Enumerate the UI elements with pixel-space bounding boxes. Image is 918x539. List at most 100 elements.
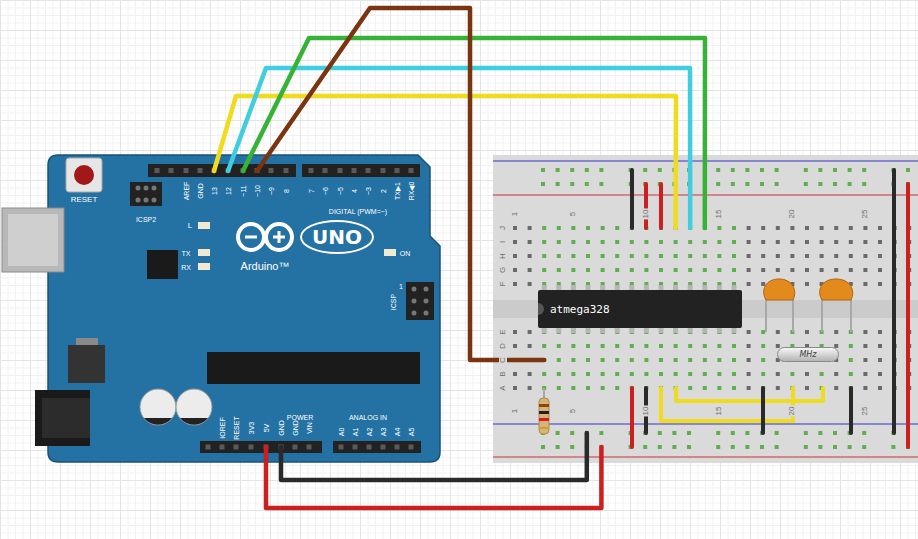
rail-hole xyxy=(848,182,852,186)
rail-hole xyxy=(599,431,603,435)
breadboard-hole xyxy=(776,254,780,258)
header-pin xyxy=(136,198,141,203)
rail-hole xyxy=(745,445,749,449)
pin-label: A2 xyxy=(366,428,373,437)
breadboard-hole xyxy=(644,358,648,362)
breadboard-hole xyxy=(557,226,561,230)
icsp-header xyxy=(130,182,162,206)
rail-hole xyxy=(585,168,589,172)
arduino-logo xyxy=(245,236,257,239)
led-label: TX xyxy=(182,250,191,257)
breadboard-hole xyxy=(615,344,619,348)
jumper-wire xyxy=(892,170,896,433)
pin-label: ~9 xyxy=(268,187,275,195)
rail-hole xyxy=(745,182,749,186)
breadboard-hole xyxy=(586,240,590,244)
rail-hole xyxy=(775,445,779,449)
pin-label: GND xyxy=(292,420,299,436)
breadboard-hole xyxy=(863,358,867,362)
jumper-wire xyxy=(761,388,765,433)
header-pin xyxy=(395,445,400,450)
column-number: 25 xyxy=(861,406,869,417)
breadboard-hole xyxy=(528,240,532,244)
column-number: 5 xyxy=(569,211,577,217)
usb-port xyxy=(2,208,64,272)
rail-hole xyxy=(658,168,662,172)
led xyxy=(384,249,396,256)
breadboard-hole xyxy=(688,372,692,376)
column-number: 20 xyxy=(788,406,796,417)
button-label: RESET xyxy=(71,196,98,204)
header-pin xyxy=(381,445,386,450)
breadboard-hole xyxy=(528,268,532,272)
rail-hole xyxy=(716,445,720,449)
resistor-symbol xyxy=(539,398,549,434)
breadboard-hole xyxy=(528,330,532,334)
arduino-logo xyxy=(278,231,281,243)
capacitor-leg xyxy=(792,298,794,332)
breadboard-hole xyxy=(542,226,546,230)
rail-hole xyxy=(804,182,808,186)
pin-label: 13 xyxy=(211,187,218,195)
pin-label: ~6 xyxy=(322,187,329,195)
pin-label: VIN xyxy=(306,422,313,434)
led-label: ON xyxy=(400,250,411,257)
breadboard-hole xyxy=(659,358,663,362)
header-label: DIGITAL (PWM=~) xyxy=(329,208,387,215)
breadboard-hole xyxy=(703,254,707,258)
breadboard-hole xyxy=(513,372,517,376)
breadboard-hole xyxy=(601,268,605,272)
header-pin xyxy=(152,198,157,203)
breadboard-hole xyxy=(849,358,853,362)
pin-label: 4 xyxy=(351,189,358,193)
capacitor-leg xyxy=(766,298,851,332)
header-pin xyxy=(155,168,160,173)
rail-hole xyxy=(672,445,676,449)
breadboard-hole xyxy=(571,226,575,230)
pin-label: A0 xyxy=(338,428,345,437)
breadboard-hole xyxy=(703,372,707,376)
header-pin xyxy=(366,168,371,173)
breadboard-hole xyxy=(717,386,721,390)
breadboard-hole xyxy=(747,254,751,258)
breadboard-hole xyxy=(571,268,575,272)
header-pin xyxy=(339,445,344,450)
breadboard-hole xyxy=(674,254,678,258)
header-pin xyxy=(144,198,149,203)
breadboard-hole xyxy=(659,268,663,272)
breadboard-hole xyxy=(674,344,678,348)
breadboard-hole xyxy=(863,386,867,390)
crystal-oscillator: MHz xyxy=(777,347,839,362)
led-label: L xyxy=(188,222,192,230)
breadboard-hole xyxy=(849,254,853,258)
breadboard-hole xyxy=(747,386,751,390)
led xyxy=(198,263,210,270)
rail-hole xyxy=(775,168,779,172)
rail-line xyxy=(493,457,918,458)
column-number: 25 xyxy=(861,209,869,220)
jumper-wire xyxy=(281,433,587,480)
breadboard-hole xyxy=(878,386,882,390)
breadboard-hole xyxy=(878,330,882,334)
breadboard-hole xyxy=(630,344,634,348)
row-letter: F xyxy=(499,281,507,288)
pin-label: TX▶1 xyxy=(394,182,401,200)
header-pin xyxy=(144,186,149,191)
breadboard-hole xyxy=(615,358,619,362)
breadboard-hole xyxy=(732,268,736,272)
pin-label: 2 xyxy=(380,189,387,193)
breadboard-hole xyxy=(513,226,517,230)
rail-hole xyxy=(775,182,779,186)
header-pin xyxy=(269,168,274,173)
microcontroller xyxy=(207,352,420,384)
breadboard-hole xyxy=(659,344,663,348)
breadboard-hole xyxy=(717,344,721,348)
rail-hole xyxy=(716,168,720,172)
header-label: ANALOG IN xyxy=(349,414,387,421)
breadboard-hole xyxy=(761,226,765,230)
breadboard-hole xyxy=(528,344,532,348)
pin-label: ~5 xyxy=(337,187,344,195)
breadboard-hole xyxy=(571,254,575,258)
rail-hole xyxy=(760,182,764,186)
resistor-band xyxy=(539,404,549,407)
